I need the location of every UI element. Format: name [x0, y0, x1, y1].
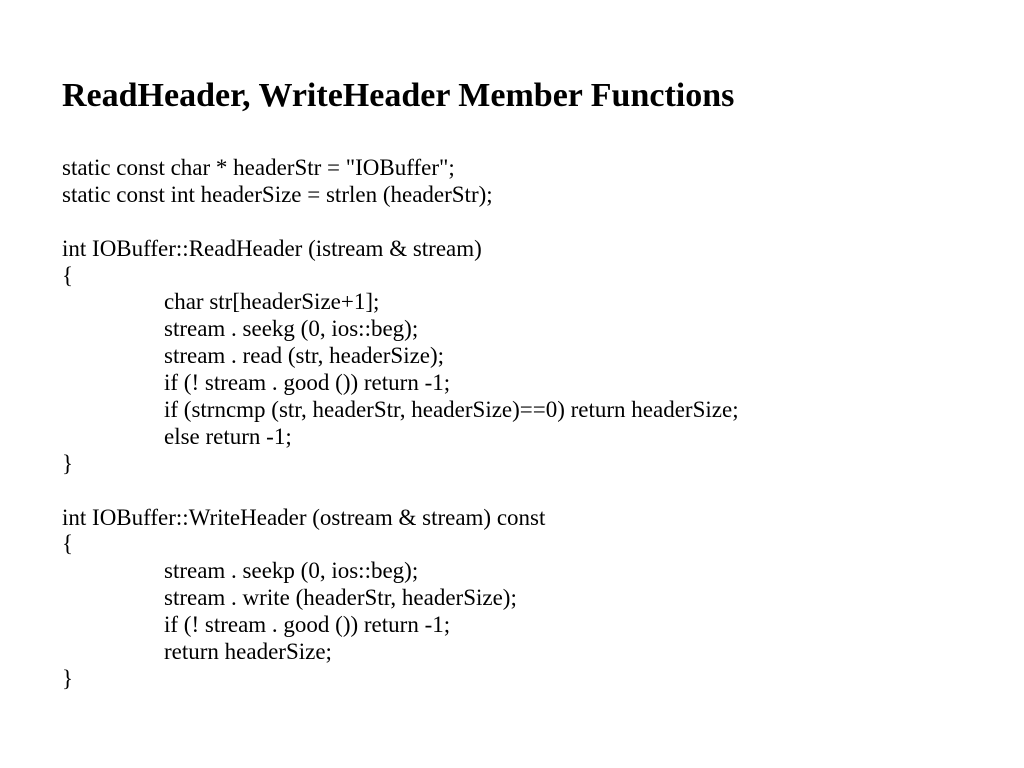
code-line: stream . write (headerStr, headerSize); — [164, 585, 517, 611]
code-line: stream . seekp (0, ios::beg); — [164, 558, 419, 584]
code-line: { — [62, 262, 74, 288]
code-line: return headerSize; — [164, 639, 332, 665]
code-line: stream . read (str, headerSize); — [164, 343, 445, 369]
code-line: else return -1; — [164, 423, 292, 449]
code-line: if (strncmp (str, headerStr, headerSize)… — [164, 397, 739, 423]
code-line: static const char * headerStr = "IOBuffe… — [62, 155, 455, 180]
code-line: int IOBuffer::WriteHeader (ostream & str… — [62, 504, 546, 530]
code-line: stream . seekg (0, ios::beg); — [164, 316, 419, 342]
code-line: } — [62, 665, 74, 691]
code-line: if (! stream . good ()) return -1; — [164, 370, 451, 396]
code-line: } — [62, 450, 74, 476]
code-line: static const int headerSize = strlen (he… — [62, 181, 493, 207]
slide-title: ReadHeader, WriteHeader Member Functions — [62, 77, 735, 114]
code-block: static const char * headerStr = "IOBuffe… — [62, 155, 739, 693]
code-line: char str[headerSize+1]; — [164, 289, 380, 315]
code-line — [62, 209, 739, 236]
code-line: if (! stream . good ()) return -1; — [164, 612, 451, 638]
code-line: int IOBuffer::ReadHeader (istream & stre… — [62, 235, 482, 261]
code-line — [62, 478, 739, 505]
code-line: { — [62, 531, 74, 557]
